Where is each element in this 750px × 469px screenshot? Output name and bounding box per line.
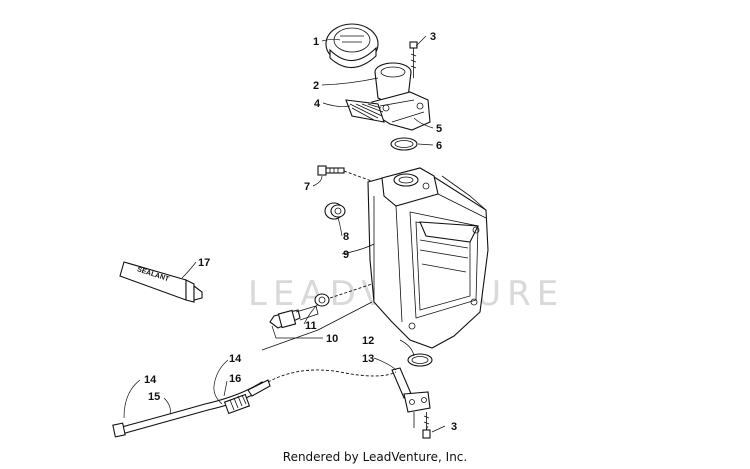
callout-17: 17: [198, 257, 210, 269]
callout-5: 5: [436, 123, 442, 135]
footer-credit: Rendered by LeadVenture, Inc.: [282, 450, 468, 464]
callout-14-upper: 14: [229, 353, 242, 365]
oil-tank: [367, 167, 489, 349]
o-ring-outlet: [407, 353, 433, 367]
callout-9: 9: [343, 249, 349, 261]
callout-3-bottom: 3: [451, 421, 457, 433]
callout-7: 7: [304, 181, 310, 193]
filler-cap: [325, 23, 379, 69]
drain-bracket-line: [261, 301, 373, 351]
callout-2: 2: [313, 80, 319, 92]
grommet: [324, 202, 346, 220]
callout-12: 12: [362, 335, 374, 347]
drain-fitting: [269, 293, 330, 329]
hose-clamp: [223, 393, 251, 415]
callout-4: 4: [314, 98, 321, 110]
callout-14: 14: [144, 374, 157, 386]
oil-hose: [112, 379, 271, 438]
callout-1: 1: [313, 36, 319, 48]
screw-bottom: [422, 412, 431, 439]
callout-numbers: 1 2 3 4 5 6 7 8 9 10 11 12 13 14 14 15 1…: [144, 31, 457, 433]
callout-6: 6: [436, 140, 442, 152]
sealant-tube: SEALANT: [119, 261, 203, 303]
callout-11: 11: [305, 320, 317, 332]
callout-13: 13: [362, 353, 374, 365]
callout-16: 16: [229, 373, 241, 385]
bolt-side: [317, 165, 345, 176]
outlet-fitting: [391, 367, 431, 428]
callout-3: 3: [430, 31, 436, 43]
o-ring-neck: [390, 137, 418, 151]
screw-top: [409, 41, 418, 78]
hose-routing: [267, 369, 397, 383]
callout-15: 15: [148, 391, 160, 403]
leader-lines: [123, 35, 446, 433]
gasket-hatched: [345, 99, 385, 123]
callout-10: 10: [326, 333, 338, 345]
callout-8: 8: [343, 231, 349, 243]
